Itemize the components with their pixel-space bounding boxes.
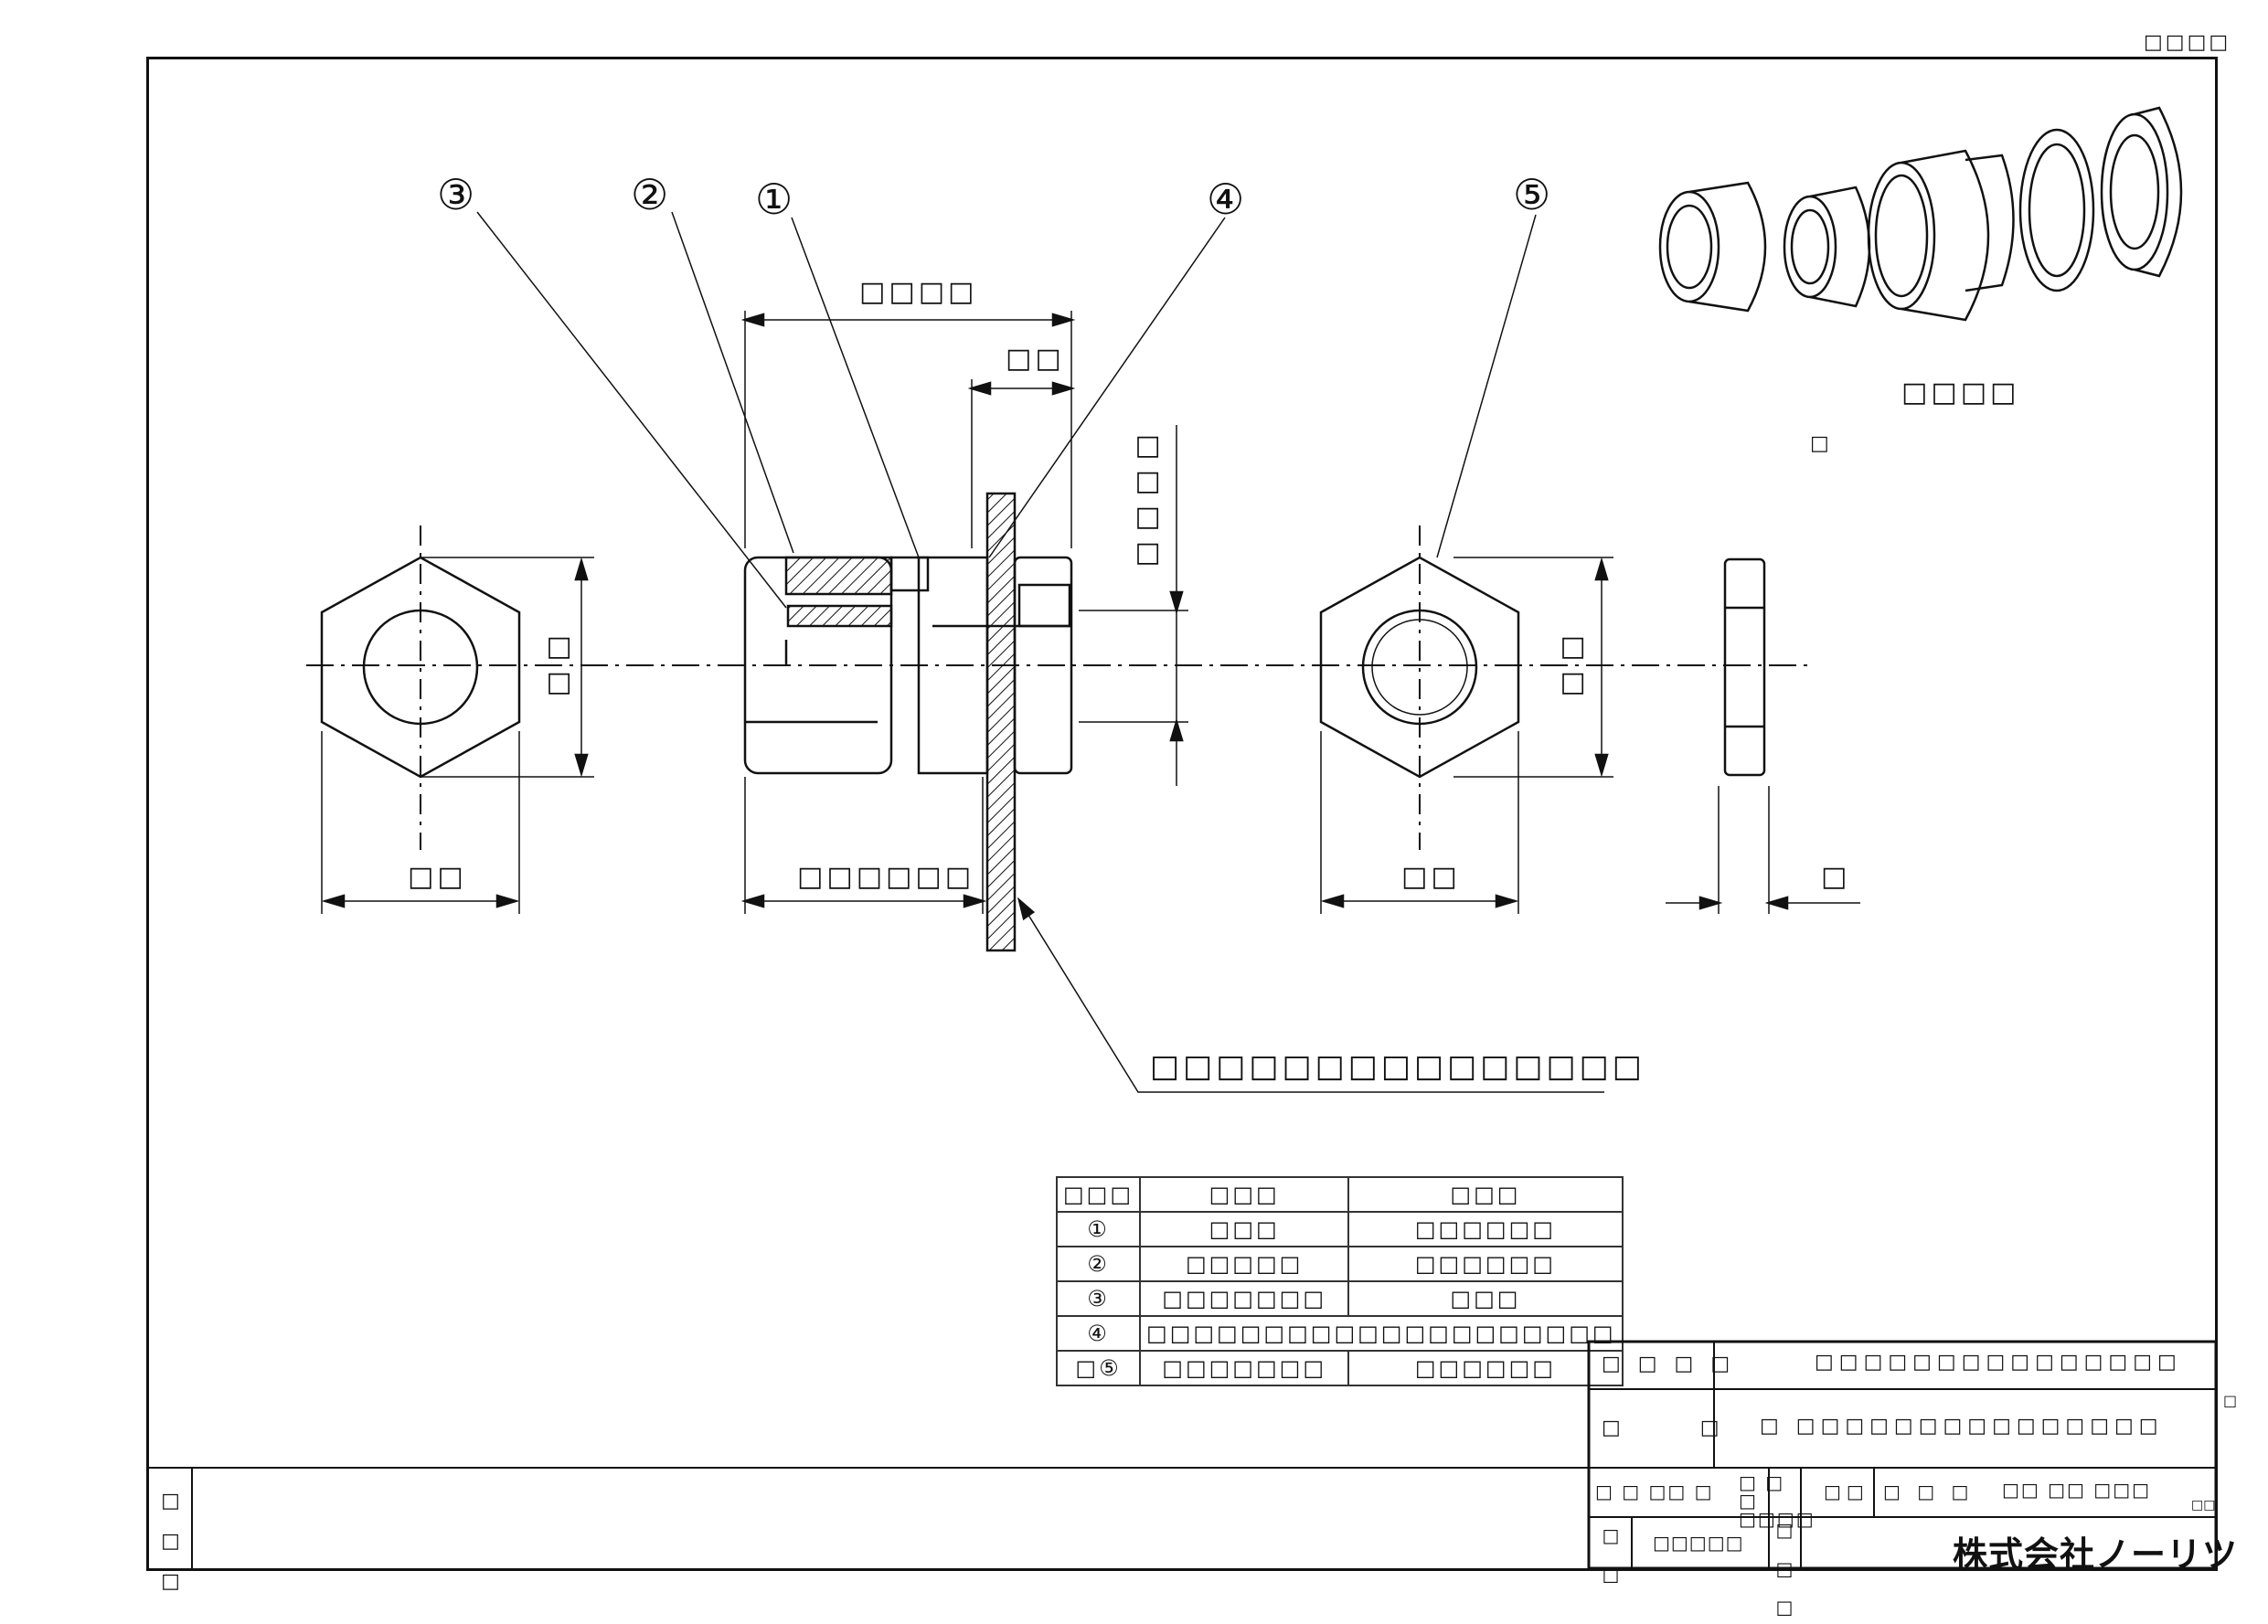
exploded-view bbox=[1658, 106, 2183, 322]
dim-hex-width-left: □□ bbox=[408, 861, 467, 893]
header-material: □□□ bbox=[1347, 1176, 1624, 1213]
title-row3-e: □□ □□ □□□ bbox=[2002, 1479, 2151, 1501]
dim-nut-thickness: □ bbox=[1821, 861, 1851, 893]
nut-side-view bbox=[1666, 557, 1860, 914]
row-material: □□□□□□ bbox=[1347, 1211, 1624, 1247]
dim-hex-height-left: □□ bbox=[543, 631, 575, 702]
row-no: ④ bbox=[1055, 1315, 1142, 1352]
left-hex-view bbox=[320, 525, 594, 914]
row-no: □⑤ bbox=[1055, 1350, 1142, 1386]
corner-code: □□□□ bbox=[2144, 31, 2231, 54]
title-row2-label: □ □ bbox=[1602, 1417, 1756, 1439]
table-row: ③ □□□□□□□ □□□ bbox=[1055, 1280, 1624, 1317]
title-row2-value: □ □□□□□□□□□□□□□□□ bbox=[1760, 1415, 2164, 1438]
callout-3: ③ bbox=[437, 170, 479, 219]
table-row: ④ □□□□□□□□□□□□□□□□□□□□ bbox=[1055, 1315, 1624, 1352]
company-logo: 株式会社ノーリツ bbox=[1953, 1534, 2239, 1575]
callout-4: ④ bbox=[1207, 175, 1249, 224]
table-header-row: □□□ □□□ □□□ bbox=[1055, 1176, 1624, 1213]
dim-thread-length: □□ bbox=[1006, 343, 1065, 375]
drawing-frame bbox=[146, 57, 2218, 1571]
title-row3-c: □□ bbox=[1824, 1481, 1869, 1502]
dim-cable-range: □□□□ bbox=[1132, 430, 1164, 572]
table-row: □⑤ □□□□□□□ □□□□□□ bbox=[1055, 1350, 1624, 1386]
section-view bbox=[740, 311, 1604, 1093]
title-row3-d: □ □ □ bbox=[1883, 1481, 1975, 1502]
title-row1-value: □□□□□□□□□□□□□□□ bbox=[1815, 1351, 2182, 1374]
title-row3-a: □ □ □□ □ bbox=[1595, 1481, 1714, 1502]
revision-label: □ □ □ bbox=[159, 1490, 182, 1598]
dim-hex-height-right: □□ bbox=[1557, 631, 1589, 702]
dim-hex-width-right: □□ bbox=[1401, 861, 1461, 893]
row-material: □□□□□□ bbox=[1347, 1350, 1624, 1386]
dim-overall-length: □□□□ bbox=[859, 276, 978, 308]
title-row4-c: □ □ □ bbox=[1773, 1519, 1795, 1624]
small-code: □□ bbox=[2191, 1498, 2216, 1513]
row-no: ① bbox=[1055, 1211, 1142, 1247]
panel-note: □□□□□□□□□□□□□□□ bbox=[1150, 1048, 1645, 1085]
header-name: □□□ bbox=[1139, 1176, 1350, 1213]
row-name: □□□□□□□ bbox=[1139, 1350, 1350, 1386]
table-row: ② □□□□□ □□□□□□ bbox=[1055, 1246, 1624, 1282]
callout-1: ① bbox=[755, 175, 797, 224]
parts-table: □□□ □□□ □□□ ① □□□ □□□□□□ ② □□□□□ □□□□□□ … bbox=[1055, 1176, 1624, 1386]
header-no: □□□ bbox=[1055, 1176, 1142, 1213]
side-mark: □ bbox=[2223, 1392, 2243, 1409]
iso-sub: □ bbox=[1810, 432, 1832, 455]
row-no: ③ bbox=[1055, 1280, 1142, 1317]
title-row4-a: □ □ bbox=[1600, 1524, 1622, 1591]
callout-5: ⑤ bbox=[1513, 170, 1555, 219]
row-name: □□□□□□□ bbox=[1139, 1280, 1350, 1317]
callout-2: ② bbox=[631, 170, 673, 219]
dim-body-length: □□□□□□ bbox=[797, 861, 975, 893]
title-row4-b: □□□□□ bbox=[1653, 1532, 1744, 1554]
row-name: □□□□□□□□□□□□□□□□□□□□ bbox=[1139, 1315, 1624, 1352]
row-material: □□□ bbox=[1347, 1280, 1624, 1317]
right-hex-view bbox=[1319, 525, 1613, 914]
title-row1-label: □ □ □ □ bbox=[1602, 1353, 1736, 1375]
row-name: □□□□□ bbox=[1139, 1246, 1350, 1282]
iso-caption: □□□□ bbox=[1901, 377, 2020, 409]
row-no: ② bbox=[1055, 1246, 1142, 1282]
table-row: ① □□□ □□□□□□ bbox=[1055, 1211, 1624, 1247]
row-name: □□□ bbox=[1139, 1211, 1350, 1247]
row-material: □□□□□□ bbox=[1347, 1246, 1624, 1282]
